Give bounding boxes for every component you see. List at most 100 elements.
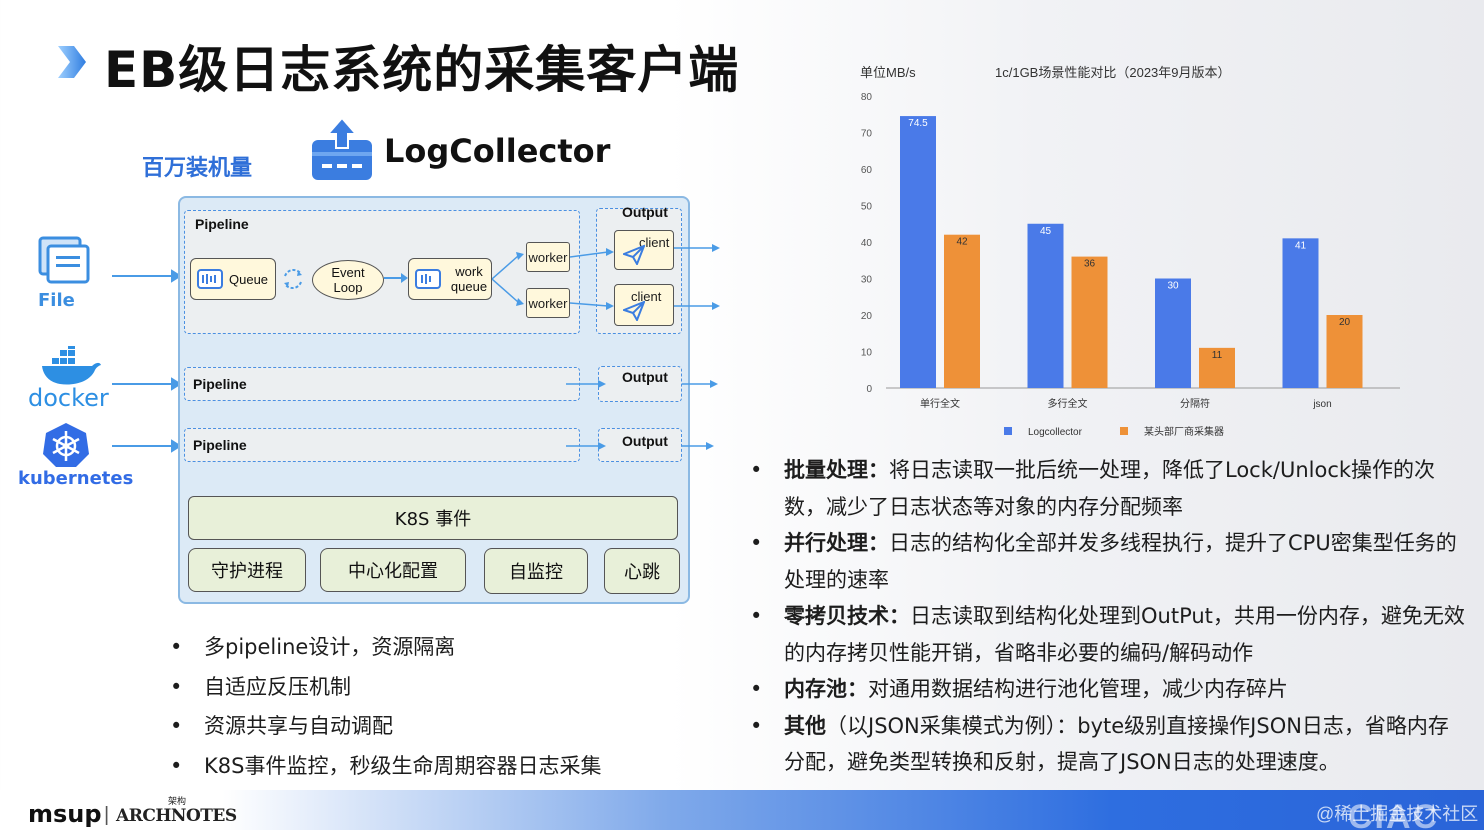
- pipeline-box-2: [184, 367, 580, 401]
- cycle-icon: [284, 269, 302, 289]
- legend-swatch: [1120, 427, 1128, 435]
- output-box-2: [598, 366, 682, 402]
- y-tick-label: 0: [866, 384, 872, 395]
- y-tick-label: 30: [861, 275, 873, 286]
- x-tick-label: 多行全文: [1048, 397, 1088, 410]
- bar-logcollector: [1027, 223, 1064, 388]
- client-node-1: client: [614, 230, 674, 270]
- pipeline-output-arrows: [566, 380, 718, 450]
- list-item: 并行处理：日志的结构化全部并发多线程执行，提升了CPU密集型任务的处理的速率: [748, 525, 1468, 598]
- worker-node-2: worker: [526, 288, 570, 318]
- source-label-kubernetes: kubernetes: [18, 468, 134, 489]
- output-box-3: [598, 428, 682, 462]
- list-item-text: 日志读取到结构化处理到OutPut，共用一份内存，避免无效的内存拷贝性能开销，省…: [784, 604, 1465, 665]
- y-tick-label: 10: [861, 348, 873, 359]
- archnotes-logo: ARCHNOTES: [116, 806, 237, 826]
- list-item-heading: 零拷贝技术：: [784, 604, 910, 628]
- bar-logcollector: [1282, 238, 1319, 388]
- bar-value-label: 74.5: [908, 118, 928, 129]
- client-node-2: client: [614, 284, 674, 326]
- source-label-docker: docker: [28, 384, 109, 412]
- bar-competitor: [1326, 315, 1363, 388]
- y-tick-label: 40: [861, 238, 873, 249]
- list-item-heading: 其他: [784, 713, 826, 738]
- performance-chart: 单位MB/s 1c/1GB场景性能对比（2023年9月版本） 010203040…: [860, 65, 1400, 438]
- bar-value-label: 36: [1084, 259, 1096, 270]
- page-title: EB级日志系统的采集客户端: [104, 41, 740, 99]
- list-item-heading: 批量处理：: [784, 458, 889, 482]
- bar-value-label: 41: [1295, 240, 1307, 251]
- footer-bar: [0, 790, 1484, 830]
- bar-value-label: 20: [1339, 317, 1351, 328]
- arrows-to-clients: [570, 248, 614, 310]
- x-tick-label: json: [1312, 399, 1331, 410]
- y-tick-label: 60: [861, 165, 873, 176]
- kubernetes-icon: [43, 423, 89, 467]
- k8s-event-bar: K8S 事件: [188, 496, 678, 540]
- client-label-2: client: [631, 289, 662, 304]
- queue-node: Queue: [190, 258, 276, 300]
- y-tick-label: 50: [861, 202, 873, 213]
- event-loop-node: Event Loop: [312, 260, 384, 300]
- output-label-1: Output: [622, 204, 668, 220]
- legend-label: Logcollector: [1028, 427, 1083, 438]
- bar-value-label: 30: [1167, 281, 1179, 292]
- ciac-logo: CIAC: [1348, 798, 1440, 830]
- list-item: 资源共享与自动调配: [168, 707, 601, 747]
- arrow-eventloop-workqueue: [384, 273, 408, 283]
- left-bullet-list: 多pipeline设计，资源隔离 自适应反压机制 资源共享与自动调配 K8S事件…: [168, 628, 601, 786]
- chart-title: 1c/1GB场景性能对比（2023年9月版本）: [995, 65, 1231, 80]
- bar-competitor: [1071, 256, 1108, 388]
- list-item-text: （以JSON采集模式为例）：byte级别直接操作JSON日志，省略内存分配，避免…: [784, 713, 1449, 775]
- service-heartbeat: 心跳: [604, 548, 680, 594]
- list-item: 批量处理：将日志读取一批后统一处理，降低了Lock/Unlock操作的次数，减少…: [748, 452, 1468, 525]
- list-item-heading: 并行处理：: [784, 531, 889, 555]
- title-chevron-icon: [58, 46, 86, 78]
- work-queue-node: work queue: [408, 258, 492, 300]
- source-label-file: File: [38, 290, 75, 311]
- list-item: 零拷贝技术：日志读取到结构化处理到OutPut，共用一份内存，避免无效的内存拷贝…: [748, 598, 1468, 671]
- client-label-1: client: [639, 235, 670, 250]
- logcollector-logo-icon: [312, 116, 372, 180]
- list-item-text: 对通用数据结构进行池化管理，减少内存碎片: [868, 677, 1288, 701]
- arrows-to-workers: [492, 252, 524, 306]
- bar-competitor: [1199, 347, 1235, 388]
- queue-label: Queue: [229, 271, 269, 287]
- y-tick-label: 20: [861, 311, 873, 322]
- list-item: 其他（以JSON采集模式为例）：byte级别直接操作JSON日志，省略内存分配，…: [748, 708, 1468, 781]
- list-item: 自适应反压机制: [168, 668, 601, 708]
- list-item-heading: 内存池：: [784, 677, 868, 701]
- scale-label: 百万装机量: [142, 156, 253, 181]
- watermark: @稀土掘金技术社区: [1316, 804, 1479, 824]
- product-name: LogCollector: [384, 132, 611, 170]
- bar-logcollector: [1155, 278, 1191, 388]
- service-daemon: 守护进程: [188, 548, 306, 592]
- right-bullet-list: 批量处理：将日志读取一批后统一处理，降低了Lock/Unlock操作的次数，减少…: [748, 452, 1468, 781]
- list-item-text: 将日志读取一批后统一处理，降低了Lock/Unlock操作的次数，减少了日志状态…: [784, 458, 1436, 519]
- list-item-text: 日志的结构化全部并发多线程执行，提升了CPU密集型任务的处理的速率: [784, 531, 1457, 592]
- list-item: 多pipeline设计，资源隔离: [168, 628, 601, 668]
- worker-node-1: worker: [526, 242, 570, 272]
- legend-swatch: [1004, 427, 1012, 435]
- file-icon: [38, 236, 90, 284]
- msup-logo: msup: [28, 800, 102, 828]
- bar-competitor: [944, 234, 980, 388]
- bar-value-label: 42: [956, 237, 968, 248]
- y-tick-label: 70: [861, 129, 873, 140]
- docker-icon: [42, 346, 101, 385]
- x-tick-label: 单行全文: [920, 397, 960, 410]
- queue-icon: [197, 269, 223, 289]
- legend-label: 某头部厂商采集器: [1144, 425, 1224, 438]
- pipeline-label-3: Pipeline: [193, 437, 247, 453]
- list-item: 内存池：对通用数据结构进行池化管理，减少内存碎片: [748, 671, 1468, 708]
- output-label-3: Output: [622, 433, 668, 449]
- service-self-monitor: 自监控: [484, 548, 588, 594]
- archnotes-cn-logo: 架构: [168, 796, 187, 806]
- send-icon: [623, 301, 645, 321]
- work-queue-label: work queue: [450, 264, 488, 294]
- bar-value-label: 45: [1040, 226, 1052, 237]
- send-icon: [623, 245, 645, 265]
- output-arrows-1: [674, 244, 720, 310]
- output-label-2: Output: [622, 369, 668, 385]
- y-tick-label: 80: [861, 92, 873, 103]
